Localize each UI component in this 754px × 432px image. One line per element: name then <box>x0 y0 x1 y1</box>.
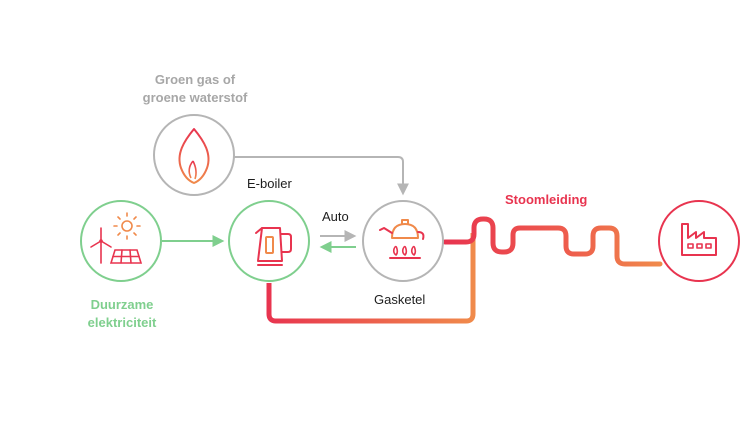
green-gas-label-line2: groene waterstof <box>142 90 248 105</box>
gasketel-label: Gasketel <box>374 292 426 307</box>
green-gas-label-line1: Groen gas of <box>154 72 236 87</box>
eboiler-label: E-boiler <box>247 176 292 191</box>
gasketel-node <box>362 200 444 282</box>
eboiler-node <box>228 200 310 282</box>
green-gas-connector <box>234 156 409 196</box>
green-gas-node <box>153 114 235 196</box>
steam-pipe <box>442 216 663 267</box>
eboiler-steam-pipe <box>266 233 476 324</box>
sustainable-electricity-label-line2: elektriciteit <box>87 315 157 330</box>
factory-icon <box>681 223 717 256</box>
auto-label: Auto <box>322 209 349 224</box>
wind-solar-icon <box>90 212 143 264</box>
kettle-icon <box>255 227 292 266</box>
sustainable-electricity-label-line1: Duurzame <box>90 297 154 312</box>
green-gas-label: Groen gas of groene waterstof <box>122 71 268 107</box>
flame-icon <box>178 128 210 184</box>
stoomleiding-label: Stoomleiding <box>505 192 588 207</box>
sustainable-electricity-node <box>80 200 162 282</box>
sustainable-electricity-label: Duurzame elektriciteit <box>60 296 184 332</box>
factory-node <box>658 200 740 282</box>
gas-kettle-icon <box>379 219 425 259</box>
